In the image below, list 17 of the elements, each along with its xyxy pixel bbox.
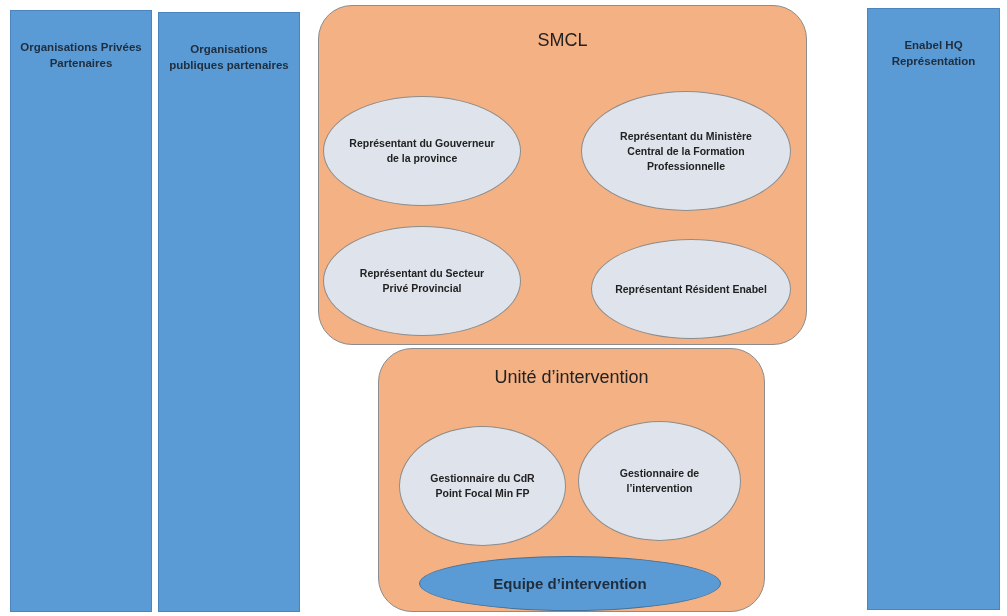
band-label: Enabel HQ Représentation xyxy=(890,38,977,69)
group-panel xyxy=(378,348,765,612)
ellipse-label: Gestionnaire de l’intervention xyxy=(618,466,701,496)
band-label: Organisations publiques partenaires xyxy=(168,42,290,73)
ellipse-label: Représentant du Secteur Privé Provincial xyxy=(358,266,486,296)
ellipse-label: Gestionnaire du CdR Point Focal Min FP xyxy=(429,471,536,501)
ellipse-label: Représentant du Gouverneur de la province xyxy=(348,136,496,166)
group-panel xyxy=(318,5,807,345)
panel-title: SMCL xyxy=(536,30,589,51)
ellipse-label: Equipe d’intervention xyxy=(492,576,648,591)
panel-title: Unité d’intervention xyxy=(493,367,650,388)
column-band xyxy=(10,10,152,612)
ellipse-label: Représentant Résident Enabel xyxy=(614,281,768,297)
band-label: Organisations Privées Partenaires xyxy=(19,40,143,71)
ellipse-label: Représentant du Ministère Central de la Formation Professionnelle xyxy=(619,128,753,174)
column-band xyxy=(158,12,300,612)
column-band xyxy=(867,8,1000,610)
